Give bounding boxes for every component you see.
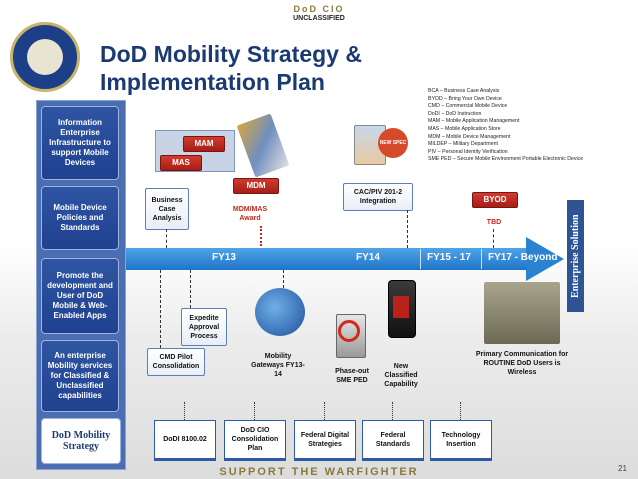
connector-line xyxy=(392,402,393,420)
legend-item: PIV – Personal Identity Verification xyxy=(428,148,508,155)
tbd-label: TBD xyxy=(486,219,502,226)
fy17-beyond-label: FY17 - Beyond xyxy=(488,252,558,263)
timeline-divider xyxy=(420,249,421,269)
award-connector xyxy=(260,226,262,246)
fy14-label: FY14 xyxy=(356,252,380,263)
connector-line xyxy=(254,402,255,420)
new-spec-badge: NEW SPEC xyxy=(378,128,408,158)
goal-apps: Promote the development and User of DoD … xyxy=(41,258,119,334)
soldier-with-device-photo xyxy=(484,282,560,344)
phase-out-label: Phase-out SME PED xyxy=(335,368,369,384)
page-title: DoD Mobility Strategy & Implementation P… xyxy=(100,41,362,95)
enterprise-solution-label: Enterprise Solution xyxy=(567,200,584,312)
timeline-arrow xyxy=(126,248,526,270)
mobility-strategy-label: DoD Mobility Strategy xyxy=(41,418,121,464)
dodi-8100-box: DoDI 8100.02 xyxy=(154,420,216,461)
mdm-tag: MDM xyxy=(233,178,279,194)
connector-line xyxy=(324,402,325,420)
expedite-approval-box: Expedite Approval Process xyxy=(181,308,227,346)
legend-item: BYOD – Bring Your Own Device xyxy=(428,95,502,102)
connector-line xyxy=(283,270,284,288)
phone-screen-icon xyxy=(393,296,409,318)
fy15-17-label: FY15 - 17 xyxy=(427,252,471,263)
new-classified-label: New Classified Capability xyxy=(384,363,418,388)
cac-piv-integration-box: CAC/PIV 201-2 Integration xyxy=(343,183,413,211)
timeline-divider xyxy=(481,249,482,269)
legend-item: MAM – Mobile Application Management xyxy=(428,118,520,125)
connector-line xyxy=(460,402,461,420)
dod-cio-consolidation-box: DoD CIO Consolidation Plan xyxy=(224,420,286,461)
byod-tag: BYOD xyxy=(472,192,518,208)
page-number: 21 xyxy=(618,464,627,473)
mas-tag: MAS xyxy=(160,155,202,171)
fy13-label: FY13 xyxy=(212,252,236,263)
business-case-analysis-box: Business Case Analysis xyxy=(145,188,189,230)
federal-digital-strategies-box: Federal Digital Strategies xyxy=(294,420,356,461)
connector-line xyxy=(190,270,191,308)
technology-insertion-box: Technology Insertion xyxy=(430,420,492,461)
federal-standards-box: Federal Standards xyxy=(362,420,424,461)
connector-line xyxy=(493,229,494,248)
satellite-icon xyxy=(236,113,290,178)
connector-line xyxy=(184,402,185,420)
dod-cio-seal-icon xyxy=(10,22,80,92)
goal-infrastructure: Information Enterprise Infrastructure to… xyxy=(41,106,119,180)
legend-item: SME PED – Secure Mobile Environment Port… xyxy=(428,156,584,163)
legend-item: DoDI – DoD Instruction xyxy=(428,110,482,117)
acronym-legend: BCA – Business Case Analysis BYOD – Brin… xyxy=(428,88,583,164)
mdm-mas-award-label: MDM/MAS Award xyxy=(232,206,268,222)
legend-item: CMD – Commercial Mobile Device xyxy=(428,103,508,110)
connector-line xyxy=(160,270,161,348)
connector-line xyxy=(407,210,408,248)
prohibited-icon xyxy=(338,320,360,342)
mam-tag: MAM xyxy=(183,136,225,152)
legend-item: MAS – Mobile Application Store xyxy=(428,125,501,132)
goal-policies: Mobile Device Policies and Standards xyxy=(41,186,119,250)
goal-enterprise-services: An enterprise Mobility services for Clas… xyxy=(41,340,119,412)
footer-slogan: SUPPORT THE WARFIGHTER xyxy=(219,466,419,478)
connector-line xyxy=(166,229,167,248)
timeline-arrow-head xyxy=(526,237,564,281)
globe-network-icon xyxy=(255,288,305,336)
legend-item: BCA – Business Case Analysis xyxy=(428,88,500,94)
legend-item: MDM – Mobile Device Management xyxy=(428,133,511,140)
cmd-pilot-box: CMD Pilot Consolidation xyxy=(147,348,205,376)
primary-communication-label: Primary Communication for ROUTINE DoD Us… xyxy=(475,351,569,376)
classification-label: UNCLASSIFIED xyxy=(293,15,345,22)
mobility-gateways-label: Mobility Gateways FY13-14 xyxy=(251,353,305,378)
org-label: DoD CIO xyxy=(293,4,345,14)
legend-item: MILDEP – Military Department xyxy=(428,141,498,148)
